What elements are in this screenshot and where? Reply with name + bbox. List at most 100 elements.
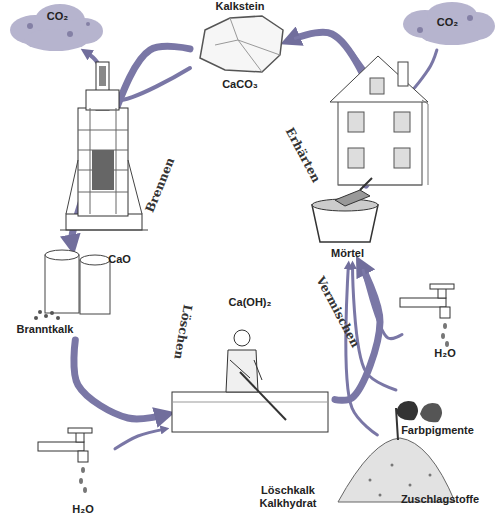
lime-kiln-part bbox=[92, 150, 114, 190]
lime-slaking-worker-part bbox=[234, 330, 250, 346]
water-tap-right-part bbox=[443, 323, 447, 329]
node-text: CO₂ bbox=[400, 16, 495, 29]
aggregate-pile-part bbox=[369, 479, 372, 482]
water-tap-right-part bbox=[441, 333, 445, 339]
process-label: Brennen bbox=[143, 156, 178, 215]
water-tap-left-part bbox=[83, 487, 87, 493]
aggregate-pile-part bbox=[379, 494, 382, 497]
lime-kiln-part bbox=[78, 108, 128, 216]
water-tap-left-part bbox=[68, 428, 92, 433]
water-tap-left-part bbox=[38, 442, 84, 451]
stage-node: H₂O bbox=[402, 285, 477, 365]
stage-node: CaO Branntkalk bbox=[10, 245, 135, 340]
water-tap-left-part bbox=[81, 467, 85, 473]
flow-arrow bbox=[115, 429, 165, 449]
color-pigments-part bbox=[396, 401, 418, 420]
water-tap-right-part bbox=[400, 298, 446, 307]
water-tap-left-part bbox=[78, 451, 88, 462]
aggregate-pile bbox=[338, 408, 455, 502]
stage-node: CO₂ bbox=[400, 2, 495, 50]
burnt-lime-bags-part bbox=[38, 310, 42, 314]
aggregate-pile-part bbox=[429, 474, 432, 477]
stage-node: KalksteinCaCO₃ bbox=[190, 0, 290, 95]
color-pigments-part bbox=[420, 403, 442, 422]
burnt-lime-bags-part bbox=[50, 311, 54, 315]
node-text: Kalkstein bbox=[190, 0, 290, 13]
node-text: CaO bbox=[104, 253, 135, 266]
flow-arrow bbox=[353, 265, 396, 390]
mortar-bucket bbox=[312, 178, 378, 242]
lime-kiln-part bbox=[60, 160, 148, 230]
color-pigments bbox=[396, 401, 442, 422]
burnt-lime-bags-part bbox=[45, 255, 79, 313]
node-text: Zuschlagstoffe bbox=[385, 493, 495, 506]
co2-cloud-left-part bbox=[24, 29, 88, 51]
flow-arrow bbox=[346, 265, 378, 435]
co2-cloud-left-part bbox=[27, 23, 33, 29]
co2-cloud-left-part bbox=[67, 31, 73, 37]
water-tap-right-part bbox=[430, 284, 454, 289]
burnt-lime-bags bbox=[34, 250, 110, 320]
co2-cloud-right-part bbox=[417, 27, 423, 33]
process-label: Erhärten bbox=[283, 125, 324, 185]
node-text: Ca(OH)₂ bbox=[210, 296, 290, 309]
lime-kiln-part bbox=[99, 66, 106, 86]
mortar-bucket-part bbox=[360, 178, 372, 190]
house-part bbox=[370, 78, 384, 94]
water-tap-left bbox=[38, 428, 92, 493]
burnt-lime-bags-part bbox=[80, 255, 110, 265]
lime-slaking-worker-part bbox=[172, 392, 328, 432]
node-text: Branntkalk bbox=[10, 323, 80, 336]
burnt-lime-bags-part bbox=[80, 260, 110, 314]
flow-arrow bbox=[74, 340, 165, 419]
stage-node: Zuschlagstoffe bbox=[335, 435, 495, 515]
house-part bbox=[338, 100, 428, 185]
house-part bbox=[338, 100, 422, 185]
co2-cloud-left-part bbox=[86, 22, 90, 26]
house-part bbox=[330, 56, 428, 102]
limestone-rock bbox=[200, 16, 283, 72]
lime-kiln-part bbox=[86, 90, 119, 110]
lime-kiln-part bbox=[78, 108, 128, 214]
node-text: CO₂ bbox=[10, 10, 105, 23]
aggregate-pile-part bbox=[338, 438, 455, 502]
stage-node: Mörtel bbox=[300, 185, 395, 265]
stage-node: Farbpigmente bbox=[385, 390, 490, 440]
burnt-lime-bags-part bbox=[45, 250, 79, 260]
house-part bbox=[398, 62, 408, 86]
water-tap-right bbox=[400, 284, 454, 347]
house-part bbox=[394, 148, 410, 168]
aggregate-pile-part bbox=[409, 484, 412, 487]
node-text: H₂O bbox=[58, 503, 108, 516]
stage-node: CO₂ bbox=[10, 2, 105, 52]
house-part bbox=[394, 112, 410, 132]
burnt-lime-bags-part bbox=[44, 314, 48, 318]
house bbox=[330, 56, 428, 185]
house-part bbox=[348, 148, 364, 168]
lime-slaking-worker-part bbox=[172, 402, 328, 403]
mortar-bucket-part bbox=[335, 190, 370, 206]
flow-arrow bbox=[362, 265, 402, 339]
limestone-rock-part bbox=[200, 16, 283, 72]
water-tap-left-part bbox=[79, 478, 83, 484]
burnt-lime-bags-part bbox=[56, 316, 60, 320]
node-text: Farbpigmente bbox=[385, 424, 490, 437]
limestone-rock-part bbox=[215, 18, 280, 72]
aggregate-pile-part bbox=[396, 408, 398, 440]
lime-kiln bbox=[60, 62, 148, 230]
node-text: Löschkalk Kalkhydrat bbox=[251, 484, 325, 509]
burnt-lime-bags-part bbox=[34, 316, 38, 320]
stage-node: H₂O bbox=[30, 425, 115, 520]
node-text: H₂O bbox=[420, 347, 470, 360]
process-label: Löschen bbox=[171, 303, 194, 360]
lime-slaking-worker-part bbox=[240, 372, 286, 420]
water-tap-right-part bbox=[440, 307, 450, 318]
aggregate-pile-part bbox=[391, 464, 394, 467]
house-part bbox=[348, 112, 364, 132]
co2-cloud-right-part bbox=[467, 15, 473, 21]
node-text: Mörtel bbox=[300, 247, 395, 260]
water-tap-right-part bbox=[445, 341, 449, 347]
lime-slaking-worker bbox=[172, 330, 328, 432]
node-text: CaCO₃ bbox=[190, 78, 290, 91]
